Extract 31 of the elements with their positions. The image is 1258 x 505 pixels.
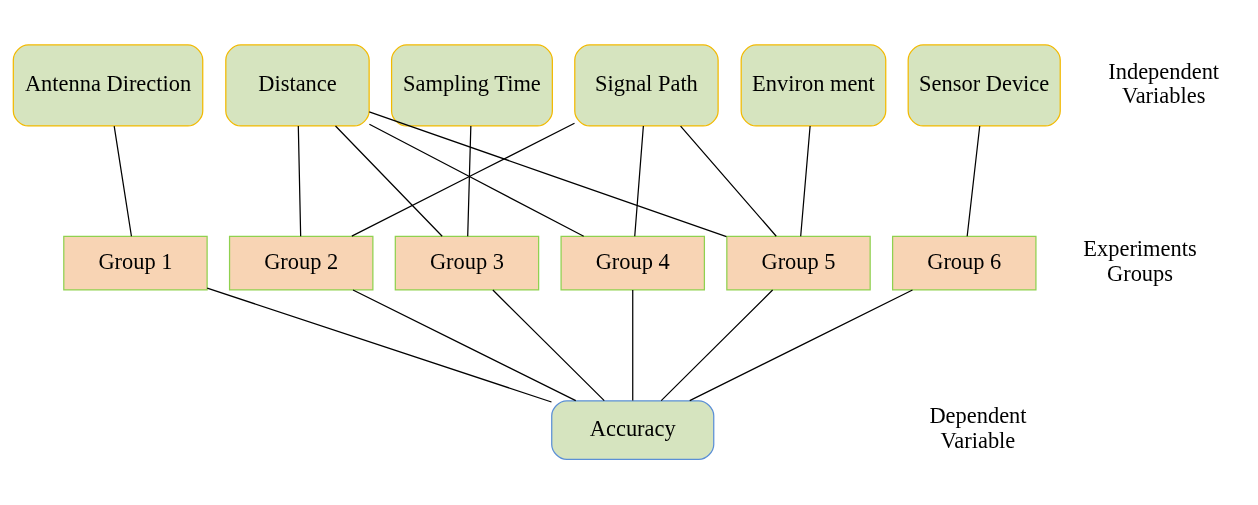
connector [966, 125, 981, 237]
node-box: Signal Path [574, 44, 719, 127]
connector [632, 289, 634, 402]
connector [660, 289, 774, 402]
connector [634, 125, 644, 237]
connector [467, 125, 472, 237]
connector [113, 125, 133, 237]
label: Experiments Groups [1083, 236, 1197, 287]
node-box: Group 2 [228, 235, 374, 291]
node-box: Sensor Device [907, 44, 1061, 127]
node-box: Distance [225, 44, 370, 127]
connector [368, 111, 728, 238]
node-box: Sampling Time [390, 44, 553, 127]
node-box: Group 6 [891, 235, 1037, 291]
node-box: Group 4 [560, 235, 706, 291]
node-box: Environ ment [740, 44, 887, 127]
label: Dependent Variable [929, 403, 1027, 454]
connector [297, 125, 302, 237]
connector [689, 289, 914, 402]
connector [352, 289, 577, 402]
connector [800, 125, 811, 237]
connector [492, 289, 605, 402]
connector [679, 125, 777, 237]
label: Independent Variables [1108, 58, 1220, 109]
connector [206, 287, 553, 403]
node-box: Group 3 [394, 235, 540, 291]
node-box: Group 1 [63, 235, 208, 291]
node-box: Accuracy [551, 400, 715, 460]
node-box: Antenna Direction [12, 44, 204, 127]
connector [334, 125, 443, 237]
node-box: Group 5 [726, 235, 871, 291]
